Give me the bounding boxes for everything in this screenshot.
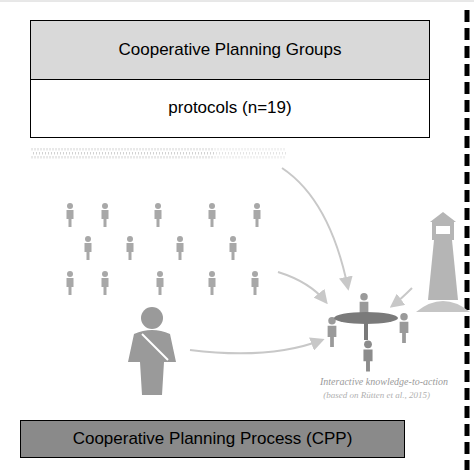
large-person [128, 307, 176, 395]
frame-line [0, 1, 474, 2]
crowd-texture [32, 148, 286, 159]
planning-table [328, 293, 409, 372]
band-label: Cooperative Planning Process (CPP) [21, 421, 404, 457]
crowd-figures [67, 203, 261, 295]
dashed-divider [465, 10, 470, 470]
process-band: Cooperative Planning Process (CPP) [20, 420, 405, 458]
box-heading: Cooperative Planning Groups [31, 21, 429, 80]
group-box: Cooperative Planning Groupsprotocols (n=… [30, 20, 430, 138]
source-note: (based on Rütten et al., 2015) [323, 390, 430, 400]
lighthouse-icon [416, 212, 470, 312]
model-caption: Interactive knowledge-to-action [320, 376, 448, 387]
flow-arrows [190, 168, 412, 353]
box-body: protocols (n=19) [31, 80, 429, 138]
